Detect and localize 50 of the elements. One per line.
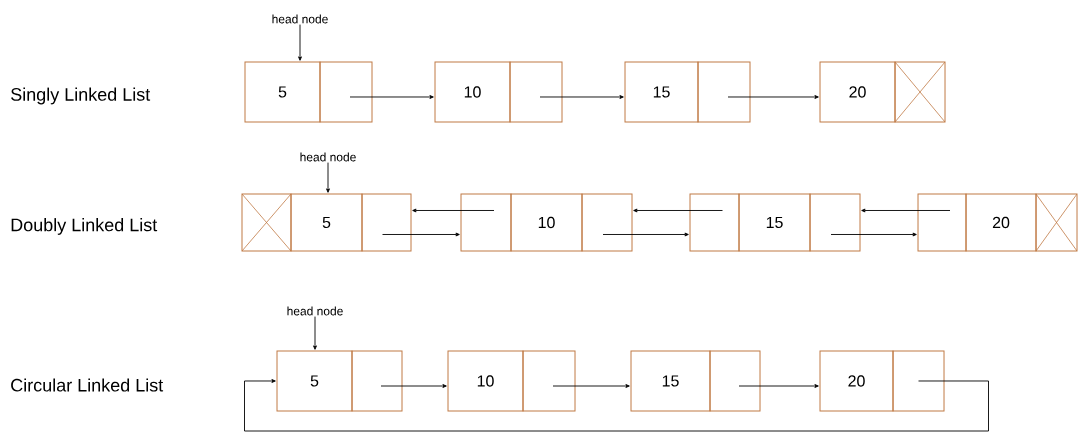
arrow bbox=[602, 232, 689, 237]
pointer-cell bbox=[581, 193, 633, 252]
pointer-cell bbox=[709, 350, 761, 412]
data-cell: 20 bbox=[819, 350, 894, 412]
head-label: head node bbox=[300, 152, 356, 162]
pointer-cell bbox=[689, 193, 740, 252]
null-cell bbox=[1035, 193, 1078, 252]
arrow bbox=[861, 208, 951, 213]
null-cell bbox=[241, 193, 292, 252]
arrow bbox=[244, 379, 989, 432]
data-cell: 20 bbox=[819, 61, 896, 123]
arrow bbox=[830, 232, 917, 237]
arrow bbox=[298, 24, 302, 61]
pointer-cell bbox=[809, 193, 861, 252]
arrow bbox=[380, 384, 447, 388]
arrow bbox=[412, 208, 495, 213]
data-cell: 15 bbox=[738, 193, 811, 252]
pointer-cell bbox=[319, 61, 373, 123]
null-cell bbox=[894, 61, 946, 123]
data-cell: 10 bbox=[434, 61, 511, 123]
data-cell: 5 bbox=[244, 61, 321, 123]
data-cell: 10 bbox=[510, 193, 583, 252]
pointer-cell bbox=[892, 350, 945, 412]
pointer-cell bbox=[351, 350, 403, 412]
arrow bbox=[633, 208, 723, 213]
pointer-cell bbox=[697, 61, 751, 123]
pointer-cell bbox=[522, 350, 576, 412]
row-title: Singly Linked List bbox=[11, 87, 151, 105]
data-cell: 5 bbox=[276, 350, 353, 412]
arrow bbox=[326, 162, 330, 193]
pointer-cell bbox=[460, 193, 512, 252]
arrow bbox=[539, 95, 624, 99]
row-title: Doubly Linked List bbox=[11, 218, 158, 235]
data-cell: 15 bbox=[624, 61, 699, 123]
arrow bbox=[552, 384, 630, 388]
data-cell: 10 bbox=[447, 350, 524, 412]
head-label: head node bbox=[272, 14, 328, 24]
pointer-cell bbox=[509, 61, 563, 123]
arrow bbox=[382, 232, 460, 237]
arrow bbox=[738, 384, 819, 388]
data-cell: 20 bbox=[965, 193, 1037, 252]
data-cell: 15 bbox=[630, 350, 711, 412]
pointer-cell bbox=[361, 193, 412, 252]
head-label: head node bbox=[287, 306, 343, 316]
pointer-cell bbox=[917, 193, 967, 252]
arrow bbox=[727, 95, 819, 99]
row-title: Circular Linked List bbox=[11, 378, 164, 392]
arrow bbox=[349, 95, 434, 99]
arrow bbox=[313, 316, 317, 350]
data-cell: 5 bbox=[290, 193, 363, 252]
